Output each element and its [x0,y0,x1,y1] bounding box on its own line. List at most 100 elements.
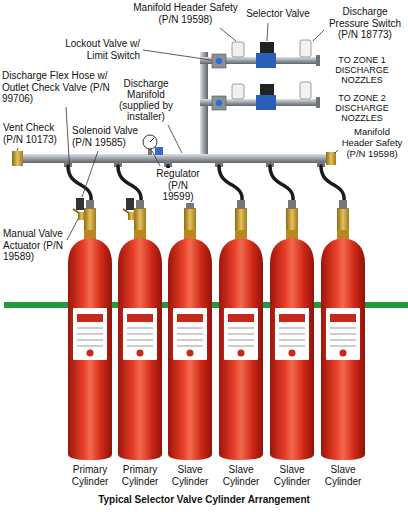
cylinder-sticker [73,308,107,360]
sticker-line [177,346,203,347]
regulator-gauge [143,135,157,149]
sticker-band [330,314,356,322]
sticker-band [127,314,153,322]
sticker-line [127,346,153,347]
sticker-line [330,340,356,341]
lockout-valve [212,96,226,110]
cylinder-label: Slave Cylinder [215,464,267,487]
cylinder-body [118,238,162,460]
leader-line [220,28,236,41]
cylinder-neck [286,230,298,239]
valve-cap [339,200,347,209]
solenoid-valve [76,198,84,210]
cylinder-shape [266,230,318,461]
sticker-line [228,346,254,347]
leader-line [152,151,160,166]
cylinder-sticker [326,308,360,360]
sticker-logo [87,350,94,357]
cylinder-neck [84,230,96,239]
part-label: Solenoid Valve (P/N 19585) [72,125,142,148]
sticker-line [279,340,305,341]
cylinder-sticker [224,308,258,360]
sticker-band [279,314,305,322]
cylinder-label: Slave Cylinder [266,464,318,487]
valve-cap [288,200,296,209]
flex-hose [321,166,344,201]
part-label: Discharge Flex Hose w/ Outlet Check Valv… [2,70,110,105]
part-label: Discharge Manifold (supplied by installe… [114,78,178,122]
gas-cylinder: Slave Cylinder [266,230,318,488]
pressure-switch [300,82,311,99]
pipe-end [316,97,320,108]
gas-cylinder: Primary Cylinder [64,230,116,488]
sticker-line [77,340,103,341]
gas-cylinder: Primary Cylinder [114,230,166,488]
cylinder-neck [184,230,196,239]
cylinder-neck [337,230,349,239]
cylinder-neck [235,230,247,239]
part-label: Vent Check (P/N 10173) [3,122,61,145]
cylinder-valve [184,208,196,230]
cylinder-neck [134,230,146,239]
sticker-line [127,340,153,341]
leader-line [335,150,338,153]
part-label: Regulator (P/N 19599) [152,168,204,203]
gas-cylinder: Slave Cylinder [317,230,369,488]
cylinder-body [270,238,314,460]
part-label: TO ZONE 2 DISCHARGE NOZZLES [330,94,394,124]
manual-actuator [78,212,85,220]
cylinder-label: Primary Cylinder [64,464,116,487]
header-safety [326,152,336,165]
valve-handle [216,100,222,106]
flex-hose [68,166,91,201]
leader-line [313,30,324,41]
flex-hose [219,166,242,201]
sticker-line [127,328,153,329]
sticker-line [228,328,254,329]
leader-line [267,23,268,41]
leader-line [67,219,78,240]
regulator [155,147,163,155]
leader-line [17,148,18,151]
cylinder-label: Primary Cylinder [114,464,166,487]
part-label: Manifold Header Safety (P/N 19598) [340,127,404,160]
cylinder-valve [134,208,146,230]
selector-valve [256,95,276,110]
figure-caption: Typical Selector Valve Cylinder Arrangem… [0,494,408,505]
sticker-line [228,340,254,341]
cylinder-valve [286,208,298,230]
cylinder-body [321,238,365,460]
actuator-lever [73,209,79,213]
sticker-logo [289,350,296,357]
header-safety [232,84,244,99]
cylinder-body [168,238,212,460]
cylinder-shape [114,230,166,461]
leader-line [143,50,211,60]
valve-actuator [260,42,274,53]
part-label: TO ZONE 1 DISCHARGE NOZZLES [330,56,394,86]
sticker-line [330,334,356,335]
sticker-band [77,314,103,322]
sticker-logo [187,350,194,357]
gauge-needle [150,138,154,142]
cylinder-label: Slave Cylinder [164,464,216,487]
selector-valve [256,53,276,68]
sticker-line [77,346,103,347]
sticker-line [77,328,103,329]
cylinder-shape [64,230,116,461]
cylinder-shape [164,230,216,461]
sticker-line [177,340,203,341]
valve-cap [86,200,94,209]
cylinder-sticker [275,308,309,360]
cylinder-shape [215,230,267,461]
leader-line [168,125,182,153]
sticker-line [279,334,305,335]
actuator-lever [123,209,129,213]
sticker-band [228,314,254,322]
sticker-band [177,314,203,322]
flex-hose [270,166,293,201]
cylinder-body [68,238,112,460]
solenoid-valve [126,198,134,210]
valve-handle [216,58,222,64]
pipe-end [316,55,320,66]
